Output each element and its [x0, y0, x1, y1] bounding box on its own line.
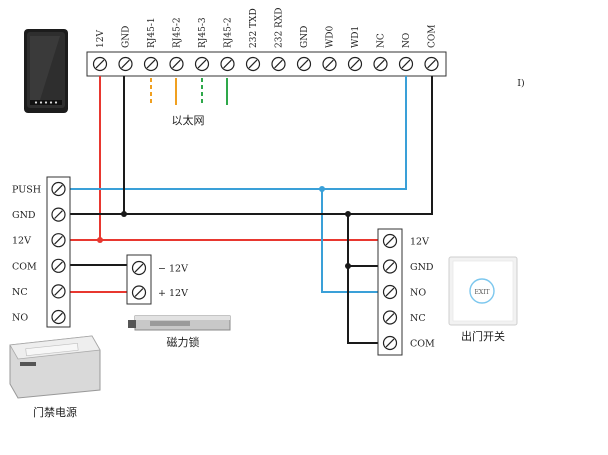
power-supply-terminal-screw	[51, 284, 66, 299]
top-terminal-label: GND	[300, 26, 310, 48]
power-supply-terminal-label: NO	[12, 313, 28, 324]
top-terminal-label: RJ45-1	[147, 17, 157, 48]
top-terminal-label: WD0	[326, 26, 336, 48]
power-supply-terminal-screw	[51, 309, 66, 325]
wire-junctions	[97, 186, 351, 269]
exit-button-caption: 出门开关	[461, 329, 505, 343]
power-supply-terminal-screw	[51, 258, 66, 273]
exit-button-terminal-label: 12V	[410, 237, 429, 248]
top-terminal-screw	[245, 56, 261, 72]
top-terminal-label: GND	[122, 26, 132, 48]
top-terminal-label: 232 TXD	[249, 8, 259, 48]
top-terminal-label: RJ45-3	[198, 17, 208, 48]
power-supply-terminal-screw	[51, 233, 66, 248]
top-terminal-screw	[143, 56, 159, 72]
top-terminal-screw	[347, 56, 363, 72]
top-terminal-screw	[322, 56, 337, 72]
exit-button-terminal-screw	[382, 335, 398, 351]
exit-button-terminal-label: NO	[410, 288, 426, 299]
power-supply-terminal-label: PUSH	[12, 185, 41, 196]
power-supply-caption: 门禁电源	[33, 405, 77, 419]
magnetic-lock-terminal-label: + 12V	[158, 288, 188, 299]
exit-button-terminal-label: COM	[410, 339, 435, 350]
top-terminal-label: COM	[428, 25, 438, 48]
exit-button-unit: EXIT	[448, 256, 518, 326]
exit-button-terminal-screw	[382, 259, 398, 274]
card-reader-device	[24, 29, 68, 113]
magnetic-lock-unit	[128, 315, 231, 331]
exit-button-terminal-label: GND	[410, 262, 434, 273]
magnetic-lock-caption: 磁力锁	[167, 335, 200, 349]
top-terminal-screw	[271, 56, 286, 72]
top-terminal-screw	[424, 56, 439, 72]
top-terminal-label: RJ45-2	[173, 17, 183, 48]
magnetic-lock-terminal-label: − 12V	[158, 264, 188, 275]
exit-button-terminal-block: 12V GND NO NC COM	[377, 228, 435, 356]
exit-button-face-text: EXIT	[474, 289, 489, 296]
exit-button-terminal-screw	[382, 284, 398, 300]
exit-button-terminal-screw	[382, 233, 398, 249]
top-terminal-label: 12V	[96, 30, 106, 48]
top-terminal-label: RJ45-2	[224, 17, 234, 48]
power-supply-terminal-screw	[51, 207, 66, 222]
top-terminal-label: WD1	[351, 26, 361, 48]
magnetic-lock-terminal-block: − 12V + 12V	[126, 254, 188, 305]
top-terminal-screw	[220, 56, 235, 72]
corner-mark: I)	[517, 78, 524, 89]
top-terminal-screw	[169, 56, 184, 72]
power-supply-terminal-label: NC	[12, 287, 28, 298]
top-terminal-screw	[194, 56, 210, 72]
top-terminal-label: NC	[377, 33, 387, 48]
top-terminal-screw	[92, 56, 108, 72]
power-supply-terminal-label: 12V	[12, 236, 31, 247]
exit-button-terminal-label: NC	[410, 313, 426, 324]
top-terminal-strip: 12V GND RJ45-1 RJ45-2 RJ45-3 RJ45-2 232 TXD 232…	[86, 8, 447, 77]
top-terminal-screw	[118, 56, 133, 72]
top-terminal-screw	[373, 56, 388, 72]
top-terminal-label: NO	[402, 33, 412, 48]
top-terminal-label: 232 RXD	[275, 8, 285, 48]
power-supply-terminal-label: GND	[12, 210, 36, 221]
power-supply-unit	[9, 335, 101, 399]
power-supply-terminal-screw	[51, 181, 66, 197]
power-supply-terminal-label: COM	[12, 261, 37, 272]
top-terminal-screw	[296, 56, 312, 72]
magnetic-lock-terminal-screw	[131, 260, 147, 276]
ethernet-leads	[150, 78, 228, 105]
ethernet-label: 以太网	[172, 114, 205, 127]
magnetic-lock-terminal-screw	[131, 285, 147, 300]
power-supply-terminal-block: PUSH GND 12V COM NC NO	[12, 176, 71, 328]
exit-button-terminal-screw	[382, 310, 398, 325]
top-terminal-screw	[398, 56, 414, 72]
